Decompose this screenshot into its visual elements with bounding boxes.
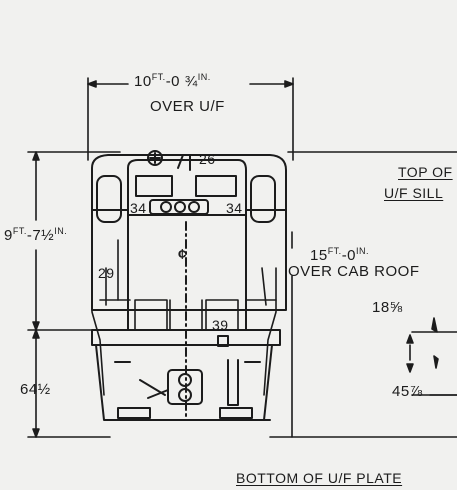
top-of-sill-label-line1: TOP OF (398, 164, 453, 180)
right-dimension-lines (269, 151, 457, 438)
bottom-plate-label: BOTTOM OF U/F PLATE (236, 470, 403, 486)
width-dimension-note: OVER U/F (150, 98, 225, 115)
lower-dimension-label: 64½ (20, 381, 51, 398)
cab-dimension-note: OVER CAB ROOF (288, 263, 420, 280)
height-dimension-label: 9FT.-7½IN. (4, 226, 68, 244)
left-dimension-lines (27, 151, 121, 438)
pilot-frame (91, 329, 281, 421)
top-of-sill-label-line2: U/F SILL (384, 185, 444, 201)
right-top-dimension: 18⅝ (372, 299, 403, 316)
right-bottom-dimension: 45⅞ (392, 383, 423, 400)
part-number-26: 26 (199, 151, 216, 167)
width-dimension-line (87, 77, 294, 161)
part-number-34-left: 34 (130, 200, 147, 216)
handrails (91, 239, 277, 396)
footboards (107, 407, 271, 421)
centerline-mark: ¢ (178, 246, 187, 263)
part-number-39: 39 (212, 317, 229, 333)
cab-body (91, 150, 287, 421)
cab-dimension-label: 15FT.-0IN. (310, 246, 370, 264)
part-number-29: 29 (98, 265, 115, 281)
width-dimension-label: 10FT.-0 ¾IN. (134, 72, 211, 90)
part-number-34-right: 34 (226, 200, 243, 216)
